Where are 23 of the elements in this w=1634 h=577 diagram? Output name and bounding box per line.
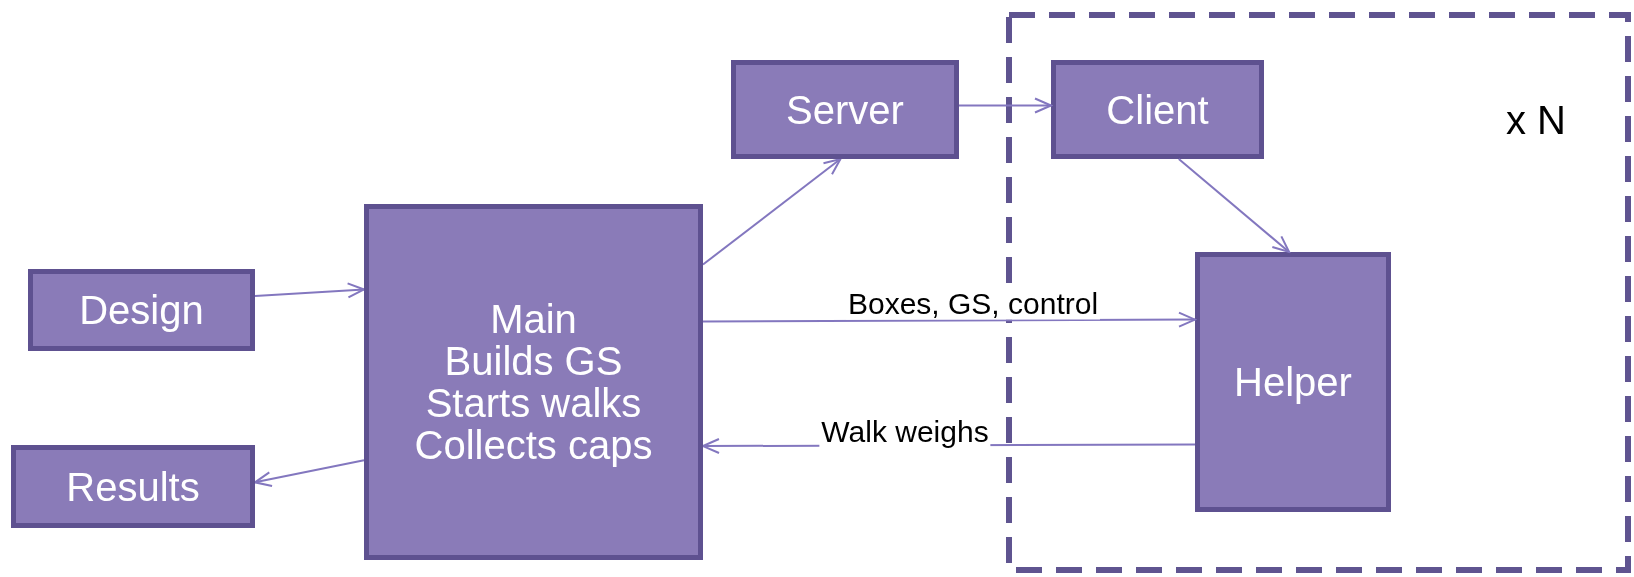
process-box	[11, 445, 255, 528]
process-box	[28, 269, 255, 351]
node-label: Collects caps	[414, 424, 653, 466]
node-label: Builds GS	[444, 340, 623, 382]
node-label: Starts walks	[425, 382, 642, 424]
arrow	[1177, 158, 1291, 253]
arrow	[254, 459, 365, 488]
node-label: Results	[66, 465, 200, 508]
arrow	[702, 158, 842, 266]
multiplier-label: x N	[1506, 98, 1566, 143]
node-label: Server	[786, 88, 904, 131]
arrow	[254, 282, 365, 299]
node-label: Main	[490, 298, 577, 340]
dashed-group-frame	[1006, 12, 1631, 573]
process-box	[1051, 60, 1264, 159]
node-label: Helper	[1234, 361, 1352, 403]
arrow	[958, 97, 1052, 114]
node-label: Client	[1106, 88, 1209, 131]
process-box	[1195, 252, 1391, 512]
process-box	[364, 204, 703, 560]
arrow	[702, 311, 1196, 328]
process-box	[731, 60, 959, 159]
node-label: Design	[79, 289, 204, 331]
